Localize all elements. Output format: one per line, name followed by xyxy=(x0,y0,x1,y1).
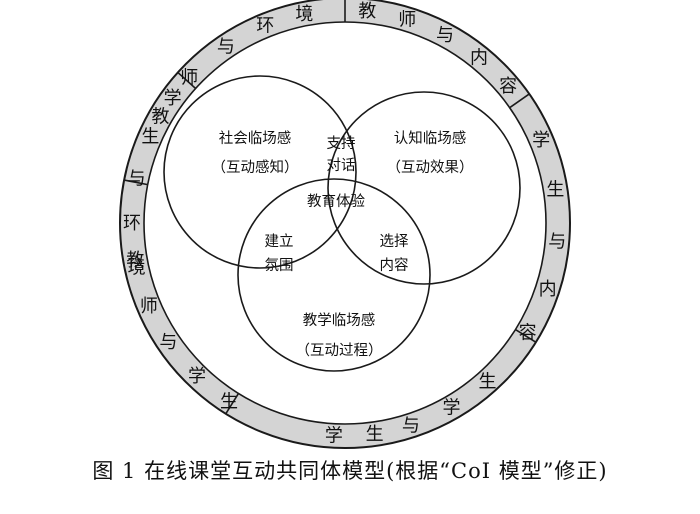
overlap-build-label: 建立 xyxy=(265,233,294,250)
teaching-presence-label: 教学临场感 xyxy=(303,312,376,329)
social-presence-circle xyxy=(163,75,357,269)
ring-char-teacher-student: 师 xyxy=(140,296,158,317)
ring-char-student-student: 与 xyxy=(402,416,420,437)
ring-char-teacher-environment: 境 xyxy=(295,4,313,25)
ring-char-student-environment: 与 xyxy=(128,169,146,190)
ring-char-student-content: 生 xyxy=(546,180,564,201)
overlap-content-label: 内容 xyxy=(380,257,409,274)
ring-labels: 教师与环境教师与内容学生与内容学生与学生教师与学生学生与环境 xyxy=(123,1,566,447)
ring-divider-3 xyxy=(515,328,537,343)
social-presence-label: 社会临场感 xyxy=(219,130,292,147)
social-presence-sub: （互动感知） xyxy=(212,159,299,176)
ring-divider-4 xyxy=(225,393,240,415)
overlap-select-label: 选择 xyxy=(380,233,409,250)
overlap-dialogue-label: 对话 xyxy=(327,157,356,174)
teaching-presence-sub: （互动过程） xyxy=(296,342,383,359)
ring-char-teacher-content: 内 xyxy=(470,47,488,68)
ring-inner-border xyxy=(143,21,547,425)
ring-char-student-content: 与 xyxy=(548,232,566,253)
ring-char-teacher-environment: 环 xyxy=(256,16,274,37)
cognitive-presence-circle xyxy=(327,91,521,285)
ring-char-teacher-student: 生 xyxy=(220,392,238,413)
center-experience-label: 教育体验 xyxy=(307,193,365,210)
ring-char-teacher-content: 师 xyxy=(398,9,416,30)
ring-divider-2 xyxy=(509,93,530,109)
cognitive-presence-sub: （互动效果） xyxy=(387,159,474,176)
ring-char-teacher-content: 容 xyxy=(499,76,517,97)
ring-char-student-content: 容 xyxy=(519,323,537,344)
ring-char-teacher-content: 教 xyxy=(358,1,376,22)
ring-char-student-content: 内 xyxy=(539,279,557,300)
ring-char-student-environment: 生 xyxy=(141,126,159,147)
teaching-presence-circle xyxy=(237,178,431,372)
overlap-atmosphere-label: 氛围 xyxy=(265,257,294,274)
ring-char-student-content: 学 xyxy=(532,130,550,151)
ring-char-teacher-student: 教 xyxy=(126,250,144,271)
ring-char-student-environment: 环 xyxy=(123,213,141,234)
coi-diagram: 教师与环境教师与内容学生与内容学生与学生教师与学生学生与环境 社会临场感 （互动… xyxy=(119,0,571,449)
ring-char-teacher-environment: 与 xyxy=(217,36,235,57)
ring-divider-6 xyxy=(177,71,197,90)
ring-char-student-student: 生 xyxy=(366,424,384,445)
ring-char-student-student: 学 xyxy=(325,426,343,447)
ring-char-student-student: 学 xyxy=(443,397,461,418)
ring-char-teacher-content: 与 xyxy=(436,25,454,46)
ring-divider-5 xyxy=(123,179,148,186)
ring-char-teacher-environment: 教 xyxy=(152,107,170,128)
ring-char-student-environment: 学 xyxy=(164,88,182,109)
ring-char-teacher-environment: 师 xyxy=(180,68,198,89)
ring-char-student-environment: 境 xyxy=(128,257,146,278)
overlap-support-label: 支持 xyxy=(327,135,356,152)
ring-dividers xyxy=(123,0,537,415)
cognitive-presence-label: 认知临场感 xyxy=(394,130,467,147)
ring-char-teacher-student: 学 xyxy=(188,366,206,387)
figure-caption: 图 1 在线课堂互动共同体模型(根据“CoI 模型”修正) xyxy=(92,459,608,483)
ring-char-teacher-student: 与 xyxy=(159,332,177,353)
ring-char-student-student: 生 xyxy=(479,371,497,392)
